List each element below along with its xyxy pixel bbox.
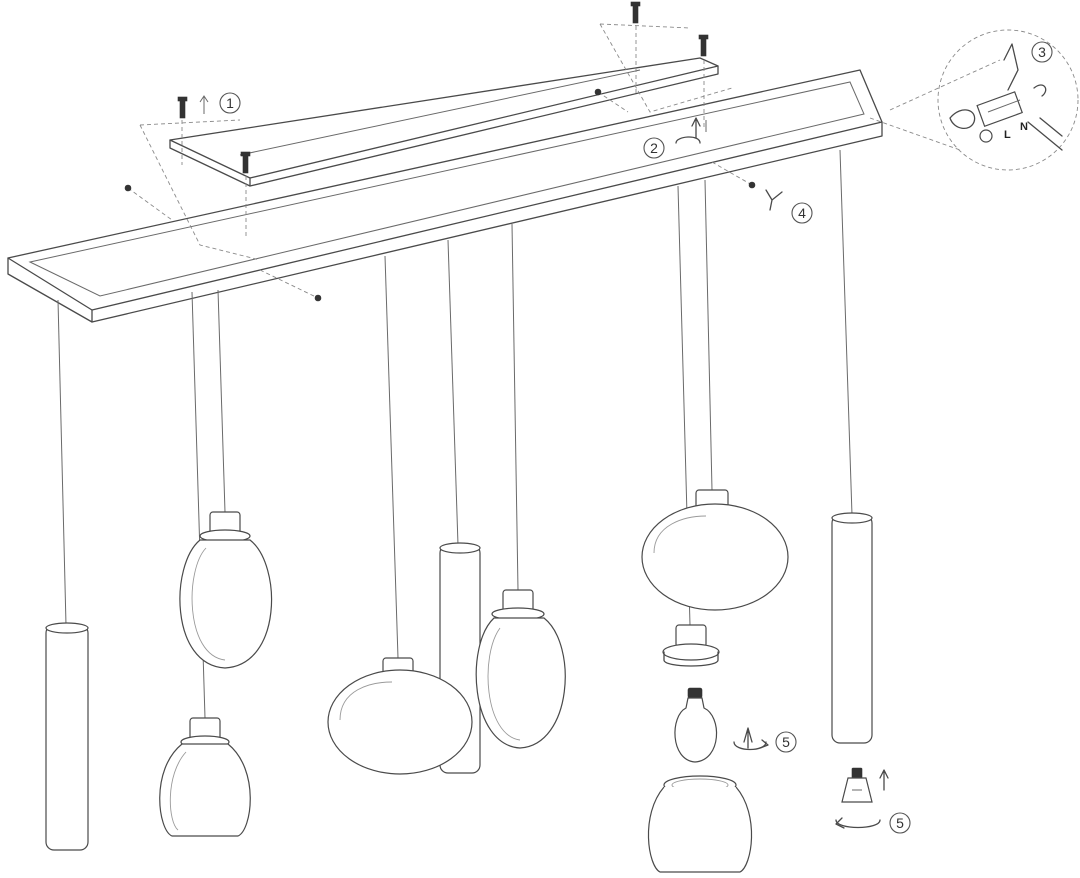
screw-left-2 <box>240 151 251 236</box>
tube-shade-left <box>45 622 89 851</box>
lamp-socket <box>662 624 720 667</box>
tube-shade-right <box>831 512 873 744</box>
globe-shade-right <box>641 489 789 611</box>
svg-text:2: 2 <box>650 140 658 156</box>
step-badge-2: 2 <box>643 137 665 159</box>
mounting-rail <box>169 57 719 187</box>
globe-shade-center <box>327 657 473 775</box>
svg-text:3: 3 <box>1038 44 1046 60</box>
screw-left <box>177 95 209 165</box>
step-badge-1: 1 <box>219 92 241 114</box>
rotate-arrow-icon-2 <box>835 817 881 829</box>
guide-lines <box>127 23 1001 299</box>
bell-shade-right <box>647 775 753 873</box>
screw-in-arrow-icon <box>733 727 769 751</box>
bell-shade-left <box>159 717 251 837</box>
canopy-tray <box>7 69 883 323</box>
wire-label-live: L <box>1004 129 1011 141</box>
small-screws <box>124 88 783 302</box>
egg-shade-center <box>475 589 566 749</box>
svg-text:5: 5 <box>896 815 904 831</box>
light-bulb-icon <box>674 687 717 763</box>
rotate-arrow-icon <box>675 117 707 144</box>
wiring-detail: L N <box>937 29 1079 171</box>
up-arrow-icon <box>879 769 889 791</box>
wire-label-neutral: N <box>1020 121 1028 133</box>
gu10-bulb-icon <box>841 767 873 803</box>
step-badge-4: 4 <box>791 202 813 224</box>
screw-right <box>630 1 641 96</box>
step-badge-5b: 5 <box>889 812 911 834</box>
svg-text:5: 5 <box>782 734 790 750</box>
svg-text:4: 4 <box>798 205 806 221</box>
egg-shade-left <box>179 511 273 669</box>
pendant-cords <box>57 149 853 719</box>
svg-text:1: 1 <box>226 95 234 111</box>
screw-right-2 <box>698 34 709 128</box>
step-badge-5a: 5 <box>775 731 797 753</box>
step-badge-3: 3 <box>1031 41 1053 63</box>
